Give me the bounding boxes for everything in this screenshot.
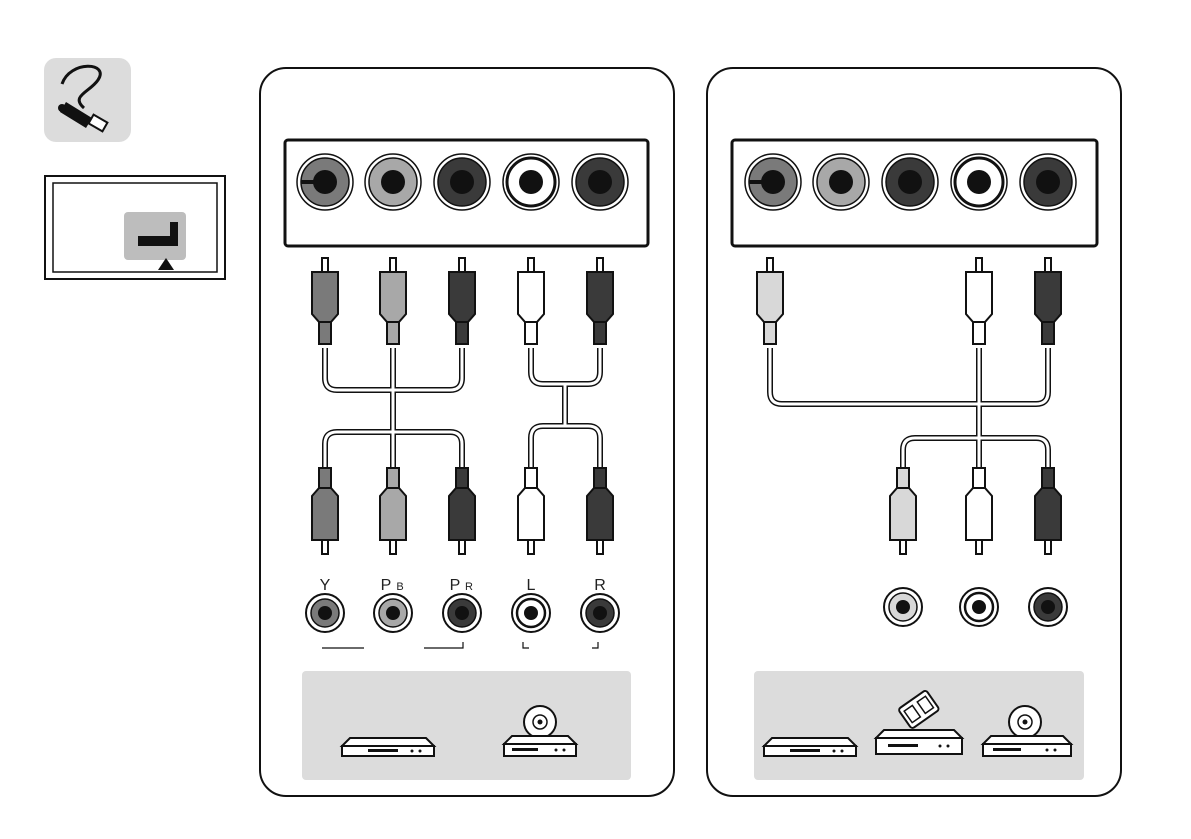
device-jack-video <box>884 588 922 626</box>
label-r: R <box>594 577 606 594</box>
device-jack-audio-l <box>960 588 998 626</box>
cable-icon <box>44 58 131 142</box>
tv-jack-2-r <box>1020 154 1076 210</box>
device-area-left <box>302 671 631 780</box>
device-jack-audio-r <box>1029 588 1067 626</box>
tv-jack-y <box>297 154 353 210</box>
label-pr-main: P <box>450 577 461 594</box>
device-jack-l <box>512 594 550 632</box>
device-jack-pb <box>374 594 412 632</box>
label-pb-main: P <box>381 577 392 594</box>
device-jack-pr <box>443 594 481 632</box>
label-pr-sub: R <box>465 581 473 593</box>
device-jack-y <box>306 594 344 632</box>
composite-panel <box>707 68 1121 796</box>
label-l: L <box>527 577 536 594</box>
tv-jack-pb <box>365 154 421 210</box>
device-jack-r <box>581 594 619 632</box>
tv-jack-2-l <box>951 154 1007 210</box>
tv-port-location-icon <box>45 176 225 279</box>
tv-jack-2-pb <box>813 154 869 210</box>
tv-jack-r <box>572 154 628 210</box>
vcr-icon <box>342 738 434 756</box>
tv-jack-2-y <box>745 154 801 210</box>
vcr-icon <box>764 738 856 756</box>
component-audio-panel: Y P B P R L R <box>260 68 674 796</box>
tv-jack-2-pr <box>882 154 938 210</box>
label-pb-sub: B <box>396 581 403 593</box>
tv-jack-pr <box>434 154 490 210</box>
tv-jack-l <box>503 154 559 210</box>
label-y: Y <box>320 577 331 594</box>
